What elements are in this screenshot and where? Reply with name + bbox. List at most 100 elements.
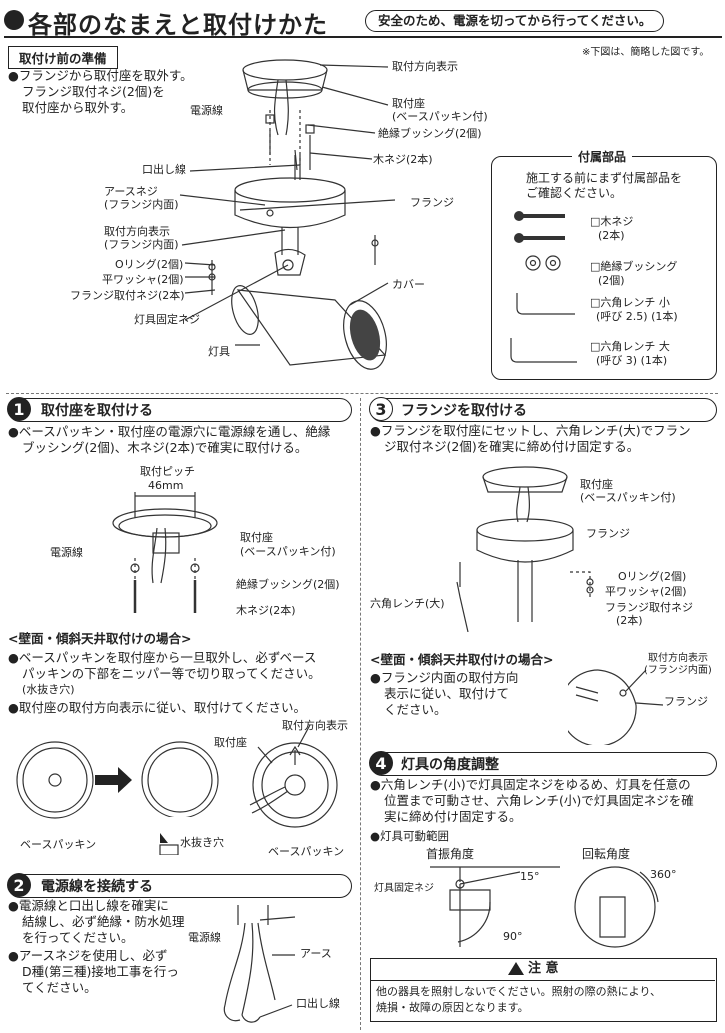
parts-item-4-name: □六角レンチ 大	[590, 340, 670, 353]
parts-item-1-name: □木ネジ	[590, 215, 634, 228]
page-title-marker	[4, 10, 24, 30]
caution-header-rule	[371, 980, 715, 981]
section-3-number: 3	[369, 397, 393, 421]
s2-text-4: ●アースネジを使用し、必ず	[8, 948, 168, 963]
s1-wall-title: <壁面・傾斜天井取付けの場合>	[8, 631, 192, 646]
s2-lbl-earth: アース	[300, 947, 332, 960]
prep-text-1: ●フランジから取付座を取外す。	[8, 68, 193, 83]
parts-icons	[510, 211, 577, 363]
s1-lbl-dir: 取付方向表示	[282, 719, 348, 732]
s4-lbl-fix: 灯具固定ネジ	[374, 883, 434, 894]
section-3-title: フランジを取付ける	[401, 403, 527, 419]
s1-wall-diagram	[16, 725, 338, 855]
s3-lbl-flange2: フランジ	[664, 695, 708, 708]
s1-wall-1: ●ベースパッキンを取付座から一旦取外し、必ずベース	[8, 650, 317, 665]
lbl-washer: 平ワッシャ(2個)	[102, 273, 184, 286]
s3-lbl-screw: フランジ取付ネジ	[605, 601, 693, 614]
caution-icon	[508, 962, 524, 975]
safety-notice: 安全のため、電源を切ってから行ってください。	[365, 10, 665, 32]
parts-item-1-qty: (2本)	[598, 229, 625, 242]
s4-text-2: 位置まで可動させ、六角レンチ(小)で灯具固定ネジを確	[384, 793, 694, 808]
s1-wall-2: パッキンの下部をニッパー等で切り取ってください。	[22, 666, 321, 681]
s1-pitch-label: 取付ピッチ	[140, 465, 195, 478]
parts-intro-1: 施工する前にまず付属部品を	[526, 171, 683, 185]
section-2-number: 2	[7, 873, 31, 897]
lbl-bushing: 絶縁ブッシング(2個)	[378, 127, 482, 140]
s3-wall-1: ●フランジ内面の取付方向	[370, 670, 519, 685]
s3-wall-2: 表示に従い、取付けて	[384, 686, 510, 701]
s3-wall-diagram	[568, 669, 664, 745]
lbl-outlet-wire: 口出し線	[142, 163, 186, 176]
s2-text-6: てください。	[22, 980, 97, 995]
section-1-heading: 取付座を取付ける	[8, 398, 352, 422]
parts-intro-2: ご確認ください。	[526, 186, 623, 200]
section-1-number: 1	[7, 397, 31, 421]
s2-lbl-outlet: 口出し線	[296, 997, 340, 1010]
caution-title: 注 意	[528, 961, 559, 976]
lbl-oring: Oリング(2個)	[115, 258, 184, 271]
lbl-cover: カバー	[392, 278, 425, 291]
parts-item-2-name: □絶縁ブッシング	[590, 260, 678, 273]
s3-diagram	[456, 466, 594, 632]
lbl-flange-screw: フランジ取付ネジ(2本)	[70, 289, 185, 302]
s1-lbl-drain: 水抜き穴	[180, 836, 224, 849]
lbl-fix-screw: 灯具固定ネジ	[134, 313, 200, 326]
s4-range: ●灯具可動範囲	[370, 829, 450, 843]
s3-lbl-oring: Oリング(2個)	[618, 570, 687, 583]
s1-diagram	[112, 492, 218, 613]
s3-lbl-seat: 取付座	[580, 478, 613, 491]
parts-title: 付属部品	[572, 148, 633, 165]
s4-angle-diagram	[430, 866, 659, 948]
s2-text-5: D種(第三種)接地工事を行っ	[22, 964, 179, 979]
lbl-earth-screw: アースネジ	[104, 185, 158, 198]
s2-text-2: 結線し、必ず絶縁・防水処理	[22, 914, 185, 929]
s2-text-3: を行ってください。	[22, 930, 134, 945]
lbl-mount-seat: 取付座	[392, 97, 425, 110]
s4-angle-360: 360°	[650, 868, 677, 881]
s4-lbl-tilt: 首振角度	[426, 847, 475, 861]
s4-text-3: 実に締め付け固定する。	[384, 809, 522, 824]
caution-text-2: 焼損・故障の原因となります。	[376, 1001, 529, 1014]
lbl-flange-inside: (フランジ内面)	[104, 198, 179, 211]
parts-item-2-qty: (2個)	[598, 274, 625, 287]
s1-lbl-seat: 取付座	[240, 531, 273, 544]
section-4-heading: 灯具の角度調整	[370, 752, 717, 776]
s3-wall-title: <壁面・傾斜天井取付けの場合>	[370, 652, 554, 667]
section-2-title: 電源線を接続する	[41, 879, 153, 895]
lbl-power-wire: 電源線	[190, 104, 223, 117]
s1-lbl-screw: 木ネジ(2本)	[236, 604, 296, 617]
s4-angle-90: 90°	[503, 930, 523, 943]
s1-lbl-bushing: 絶縁ブッシング(2個)	[236, 578, 340, 591]
s1-lbl-packing-b: ベースパッキン	[268, 845, 345, 858]
lbl-lamp: 灯具	[208, 345, 230, 358]
prep-heading: 取付け前の準備	[8, 46, 118, 69]
s1-text-1: ●ベースパッキン・取付座の電源穴に電源線を通し、絶縁	[8, 424, 331, 439]
parts-item-4-qty: (呼び 3) (1本)	[596, 354, 668, 367]
title-rule	[4, 36, 722, 38]
simplified-note: ※下図は、簡略した図です。	[582, 47, 710, 58]
s1-pitch-value: 46mm	[148, 479, 184, 492]
parts-item-3-qty: (呼び 2.5) (1本)	[596, 310, 678, 323]
caution-text-1: 他の器具を照射しないでください。照射の際の熱により、	[376, 985, 662, 998]
prep-text-2: フランジ取付ネジ(2個)を	[22, 84, 165, 99]
section-2-heading: 電源線を接続する	[8, 874, 352, 898]
page-title: 各部のなまえと取付けかた	[28, 11, 328, 39]
s1-lbl-seat2: 取付座	[214, 736, 247, 749]
s3-lbl-flange: フランジ	[586, 527, 630, 540]
lbl-flange: フランジ	[410, 196, 454, 209]
vertical-divider	[360, 398, 361, 1030]
section-1-title: 取付座を取付ける	[41, 403, 153, 419]
lbl-mount-dir: 取付方向表示	[392, 60, 458, 73]
s1-lbl-packing: (ベースパッキン付)	[240, 545, 336, 558]
prep-text-3: 取付座から取外す。	[22, 100, 134, 115]
s3-lbl-washer: 平ワッシャ(2個)	[605, 585, 687, 598]
s1-lbl-packing-a: ベースパッキン	[20, 838, 97, 851]
s2-wiring-diagram	[223, 905, 296, 1023]
s3-wall-3: ください。	[384, 702, 447, 717]
s3-lbl-packing: (ベースパッキン付)	[580, 491, 676, 504]
parts-item-3-name: □六角レンチ 小	[590, 296, 670, 309]
lbl-mount-dir-2: 取付方向表示	[104, 225, 170, 238]
s4-angle-15: 15°	[520, 870, 540, 883]
s3-text-1: ●フランジを取付座にセットし、六角レンチ(大)でフラン	[370, 423, 691, 438]
s4-lbl-rot: 回転角度	[582, 847, 631, 861]
